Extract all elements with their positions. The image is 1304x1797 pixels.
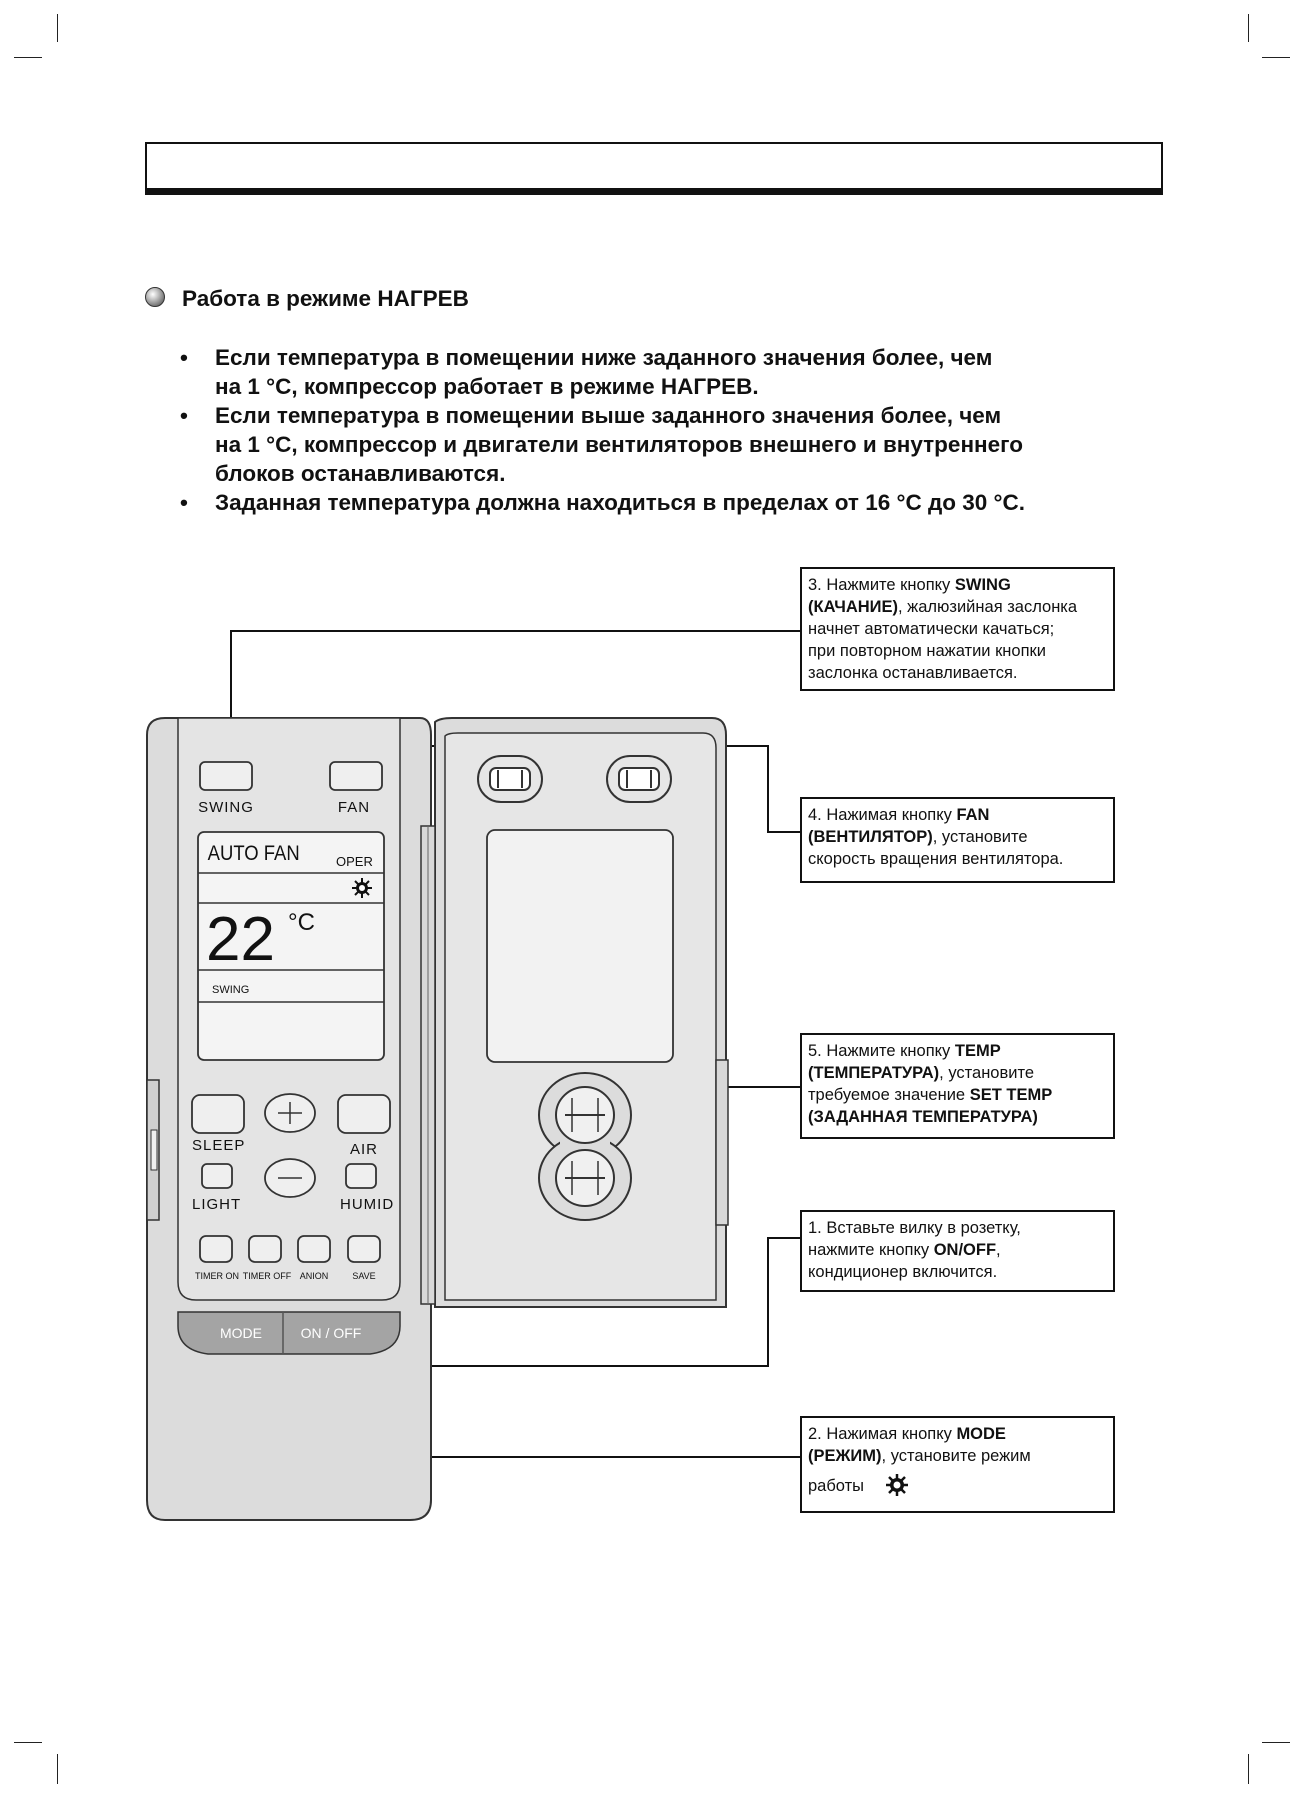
callout-key: TEMP [955, 1042, 1001, 1060]
callout-text: нажмите кнопку [808, 1241, 934, 1259]
callout-swing: 3. Нажмите кнопку SWING (КАЧАНИЕ), жалюз… [800, 567, 1115, 691]
air-button [338, 1095, 390, 1133]
callout-text: заслонка останавливается. [808, 664, 1017, 682]
save-label: SAVE [352, 1271, 375, 1281]
anion-label: ANION [300, 1271, 329, 1281]
air-button-label: AIR [350, 1141, 378, 1158]
callout-key: (ЗАДАННАЯ ТЕМПЕРАТУРА) [808, 1108, 1038, 1126]
callout-number: 4. [808, 806, 826, 824]
callout-text: , установите [939, 1064, 1034, 1082]
callout-number: 1. [808, 1219, 826, 1237]
cover-window [487, 830, 673, 1062]
callout-temp: 5. Нажмите кнопку TEMP (ТЕМПЕРАТУРА), ус… [800, 1033, 1115, 1139]
humid-button-label: HUMID [340, 1196, 394, 1213]
callout-text: требуемое значение [808, 1086, 970, 1104]
callout-mode: 2. Нажимая кнопку MODE (РЕЖИМ), установи… [800, 1416, 1115, 1513]
lcd-temperature: 22 [206, 905, 275, 974]
callout-number: 2. [808, 1425, 826, 1443]
callout-key: (ВЕНТИЛЯТОР) [808, 828, 933, 846]
cover-pill-right [607, 756, 671, 802]
callout-text: , установите [933, 828, 1028, 846]
timer-on-button [200, 1236, 232, 1262]
save-button [348, 1236, 380, 1262]
lcd-heat-icon [352, 878, 372, 898]
callout-text: при повторном нажатии кнопки [808, 642, 1046, 660]
callout-text: начнет автоматически качаться; [808, 620, 1054, 638]
callout-key: SET TEMP [970, 1086, 1053, 1104]
callout-key: (ТЕМПЕРАТУРА) [808, 1064, 939, 1082]
callout-text: Нажимая кнопку [826, 806, 956, 824]
callout-key: SWING [955, 576, 1011, 594]
callout-key: (РЕЖИМ) [808, 1447, 882, 1465]
callout-text: скорость вращения вентилятора. [808, 850, 1063, 868]
heat-mode-icon [884, 1472, 910, 1498]
callout-text: , установите режим [882, 1447, 1031, 1465]
swing-button-label: SWING [198, 799, 254, 816]
fan-button [330, 762, 382, 790]
timer-on-label: TIMER ON [195, 1271, 239, 1281]
callout-fan: 4. Нажимая кнопку FAN (ВЕНТИЛЯТОР), уста… [800, 797, 1115, 883]
onoff-button-label: ON / OFF [301, 1325, 362, 1341]
callout-text: Нажмите кнопку [826, 1042, 955, 1060]
callout-key: (КАЧАНИЕ) [808, 598, 898, 616]
callout-text: Нажимая кнопку [826, 1425, 956, 1443]
timer-off-button [249, 1236, 281, 1262]
sleep-button [192, 1095, 244, 1133]
fan-button-label: FAN [338, 799, 370, 816]
callout-key: ON/OFF [934, 1241, 996, 1259]
callout-text: Вставьте вилку в розетку, [826, 1219, 1021, 1237]
callout-text: Нажмите кнопку [826, 576, 955, 594]
mode-button-label: MODE [220, 1325, 262, 1341]
humid-button [346, 1164, 376, 1188]
sleep-button-label: SLEEP [192, 1137, 245, 1154]
lcd-swing: SWING [212, 984, 249, 996]
light-button-label: LIGHT [192, 1196, 241, 1213]
mode-onoff-rocker [178, 1312, 400, 1354]
callout-text: кондиционер включится. [808, 1263, 997, 1281]
lcd-auto-fan: AUTO FAN [208, 842, 300, 865]
lcd-oper: OPER [336, 854, 373, 869]
callout-number: 3. [808, 576, 826, 594]
callout-onoff: 1. Вставьте вилку в розетку, нажмите кно… [800, 1210, 1115, 1292]
lcd-unit: °C [288, 909, 315, 936]
timer-off-label: TIMER OFF [243, 1271, 292, 1281]
callout-text: , [996, 1241, 1001, 1259]
anion-button [298, 1236, 330, 1262]
callout-number: 5. [808, 1042, 826, 1060]
callout-key: MODE [956, 1425, 1006, 1443]
light-button [202, 1164, 232, 1188]
callout-key: FAN [956, 806, 989, 824]
cover-pill-left [478, 756, 542, 802]
callout-text: , жалюзийная заслонка [898, 598, 1077, 616]
swing-button [200, 762, 252, 790]
callout-text: работы [808, 1475, 864, 1497]
